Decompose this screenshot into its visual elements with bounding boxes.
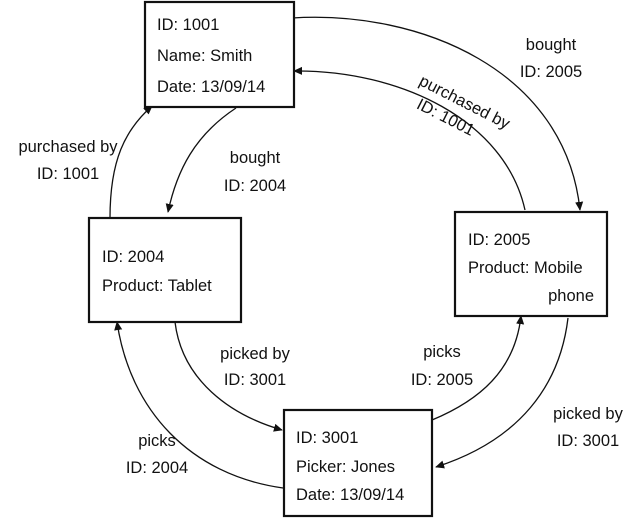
- label-customer-bought-phone-line-2: ID: 2005: [520, 63, 582, 81]
- label-customer-bought-tablet: bought ID: 2004: [224, 149, 286, 195]
- edge-picker-picks-tablet: [114, 321, 284, 489]
- label-picker-picks-tablet-line-1: picks: [138, 432, 176, 450]
- label-picker-picks-phone-line-1: picks: [423, 343, 461, 361]
- label-phone-purchased-by-customer: purchased by ID: 1001: [414, 72, 514, 140]
- node-customer-line-2: Name: Smith: [157, 47, 252, 65]
- label-customer-bought-phone: bought ID: 2005: [520, 36, 582, 81]
- label-phone-picked-by-picker-line-1: picked by: [553, 405, 623, 423]
- edge-tablet-picked-by-picker: [174, 321, 283, 432]
- label-phone-picked-by-picker: picked by ID: 3001: [553, 405, 623, 450]
- node-customer-line-1: ID: 1001: [157, 16, 219, 34]
- label-picker-picks-tablet-line-2: ID: 2004: [126, 459, 188, 477]
- edge-phone-purchased-by-customer: [293, 66, 526, 211]
- node-tablet-line-2: Product: Tablet: [102, 277, 212, 295]
- label-tablet-purchased-by-customer-line-2: ID: 1001: [37, 165, 99, 183]
- label-picker-picks-phone: picks ID: 2005: [411, 343, 473, 389]
- label-customer-bought-tablet-line-2: ID: 2004: [224, 177, 286, 195]
- label-customer-bought-phone-line-1: bought: [526, 36, 577, 54]
- label-picker-picks-tablet: picks ID: 2004: [126, 432, 188, 477]
- label-tablet-picked-by-picker: picked by ID: 3001: [220, 345, 290, 389]
- node-picker-3001: ID: 3001 Picker: Jones Date: 13/09/14: [282, 408, 434, 518]
- node-picker-line-2: Picker: Jones: [296, 458, 395, 476]
- label-customer-bought-tablet-line-1: bought: [230, 149, 281, 167]
- node-phone-line-3: phone: [548, 287, 594, 305]
- node-picker-line-1: ID: 3001: [296, 429, 358, 447]
- edge-customer-bought-phone: [291, 16, 584, 211]
- label-tablet-purchased-by-customer-line-1: purchased by: [18, 138, 118, 156]
- label-phone-picked-by-picker-line-2: ID: 3001: [557, 432, 619, 450]
- label-tablet-purchased-by-customer: purchased by ID: 1001: [18, 138, 118, 183]
- edge-phone-picked-by-picker: [435, 317, 569, 469]
- node-phone-line-2: Product: Mobile: [468, 259, 583, 277]
- node-product-2004: ID: 2004 Product: Tablet: [87, 216, 243, 324]
- label-tablet-picked-by-picker-line-2: ID: 3001: [224, 371, 286, 389]
- node-phone-line-1: ID: 2005: [468, 231, 530, 249]
- edge-customer-bought-tablet: [165, 107, 237, 213]
- label-tablet-picked-by-picker-line-1: picked by: [220, 345, 290, 363]
- node-product-2005: ID: 2005 Product: Mobile phone: [453, 210, 609, 318]
- node-customer-1001: ID: 1001 Name: Smith Date: 13/09/14: [143, 0, 296, 109]
- edge-picker-picks-phone: [431, 315, 525, 421]
- node-tablet-line-1: ID: 2004: [102, 248, 164, 266]
- label-picker-picks-phone-line-2: ID: 2005: [411, 371, 473, 389]
- node-picker-line-3: Date: 13/09/14: [296, 486, 404, 504]
- node-customer-line-3: Date: 13/09/14: [157, 78, 265, 96]
- edge-tablet-purchased-by-customer: [109, 105, 153, 219]
